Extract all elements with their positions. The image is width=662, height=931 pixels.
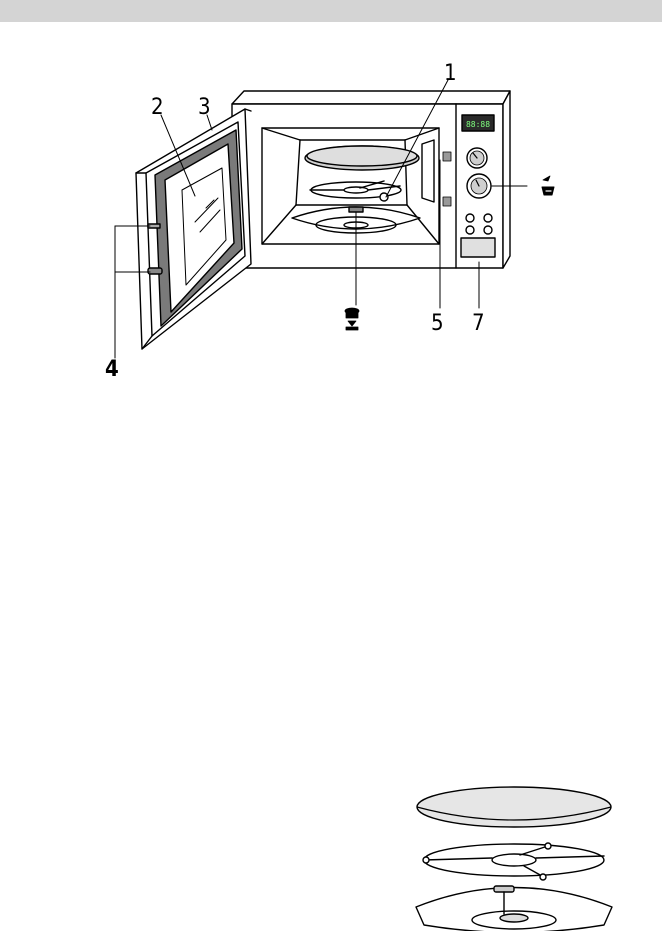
accessory-roller-ring bbox=[423, 843, 604, 880]
callout-1: 1 bbox=[444, 61, 457, 86]
accessory-glass-tray bbox=[417, 787, 611, 827]
accessory-turntable-support bbox=[416, 886, 612, 931]
callout-5: 5 bbox=[431, 311, 444, 336]
hand-dish-icon bbox=[542, 176, 554, 195]
callout-3: 3 bbox=[198, 95, 211, 120]
callout-7: 7 bbox=[472, 311, 485, 336]
dish-on-base-icon bbox=[345, 308, 359, 330]
callout-4: 4 bbox=[105, 357, 119, 382]
display-readout: 88:88 bbox=[466, 120, 490, 129]
callout-2: 2 bbox=[151, 95, 164, 120]
oven-door bbox=[136, 109, 251, 349]
